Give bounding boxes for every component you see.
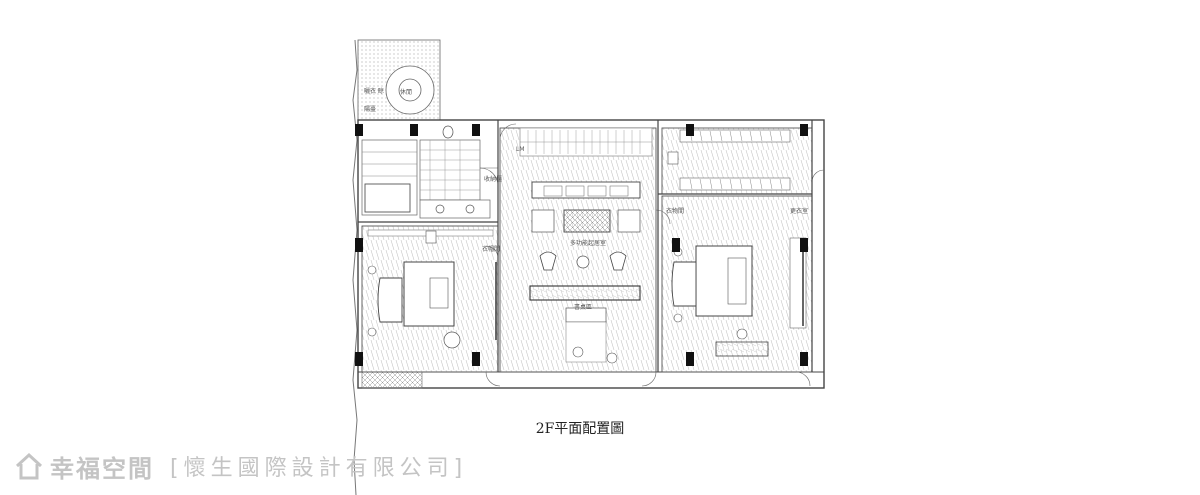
- interior-walls: [358, 120, 813, 372]
- watermark-brand: 幸福空間: [50, 454, 154, 483]
- multi-function-room: [499, 127, 657, 373]
- label-balcony-table: 休閒: [400, 89, 413, 96]
- stair-area: [361, 125, 491, 219]
- house-logo-icon: [15, 452, 43, 480]
- label-bath-entry: 衣帽間: [482, 246, 501, 253]
- exterior-wall-left: [352, 39, 358, 495]
- label-closet-right: 更衣室: [790, 208, 809, 215]
- label-hall-storage: 收納櫃: [484, 176, 503, 183]
- watermark-company: [懷生國際設計有限公司]: [170, 456, 468, 481]
- label-multi-room: 多功能起居室: [570, 240, 607, 247]
- label-lm-left: LM: [516, 146, 525, 153]
- plan-caption: 2F平面配置圖: [535, 421, 625, 437]
- bedroom-left: [361, 225, 499, 373]
- bedroom-right: [661, 195, 813, 373]
- label-balcony-laundry: 曬衣 晾: [364, 88, 384, 95]
- label-balcony-drain: 陽臺: [364, 106, 377, 113]
- label-storage-right: 衣物間: [666, 208, 685, 215]
- watermark: 幸福空間 [懷生國際設計有限公司]: [14, 450, 468, 483]
- closet-right: [661, 127, 813, 195]
- structural-columns: [355, 124, 808, 366]
- label-desk: 書桌區: [574, 304, 593, 311]
